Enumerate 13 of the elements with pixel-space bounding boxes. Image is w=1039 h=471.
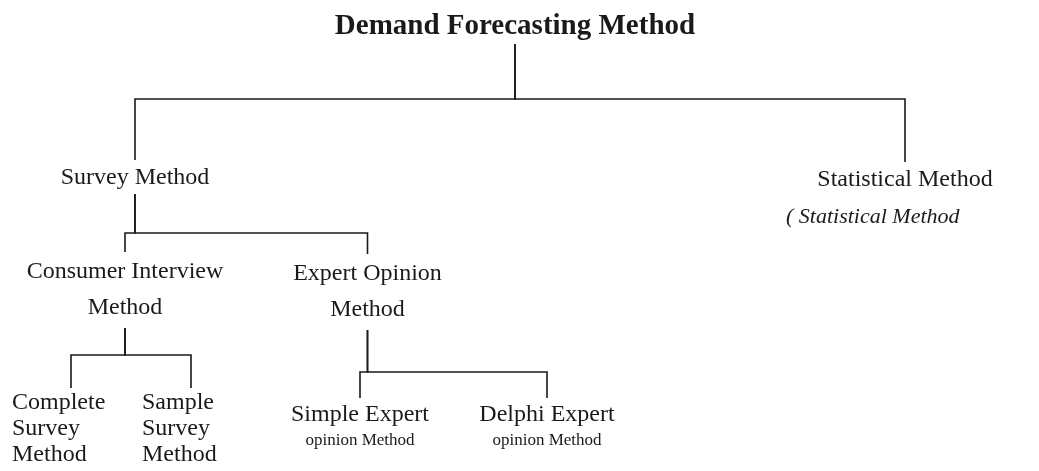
method-label: Delphi Expert opinion Method [462,398,632,454]
tree-connector [514,43,906,163]
tree-connector [124,327,192,389]
method-note: ( Statistical Method [786,202,960,230]
tree-connector [366,329,548,399]
method-label: Expert Opinion Method [265,254,470,330]
tree-connector [134,193,369,255]
method-label: Complete Survey Method [12,388,130,468]
method-label: Simple Expert opinion Method [268,398,452,454]
method-label: Sample Survey Method [142,388,240,468]
method-label: Survey Method [30,160,240,194]
method-label: Demand Forecasting Method [320,6,710,44]
method-label: Consumer Interview Method [0,252,250,328]
